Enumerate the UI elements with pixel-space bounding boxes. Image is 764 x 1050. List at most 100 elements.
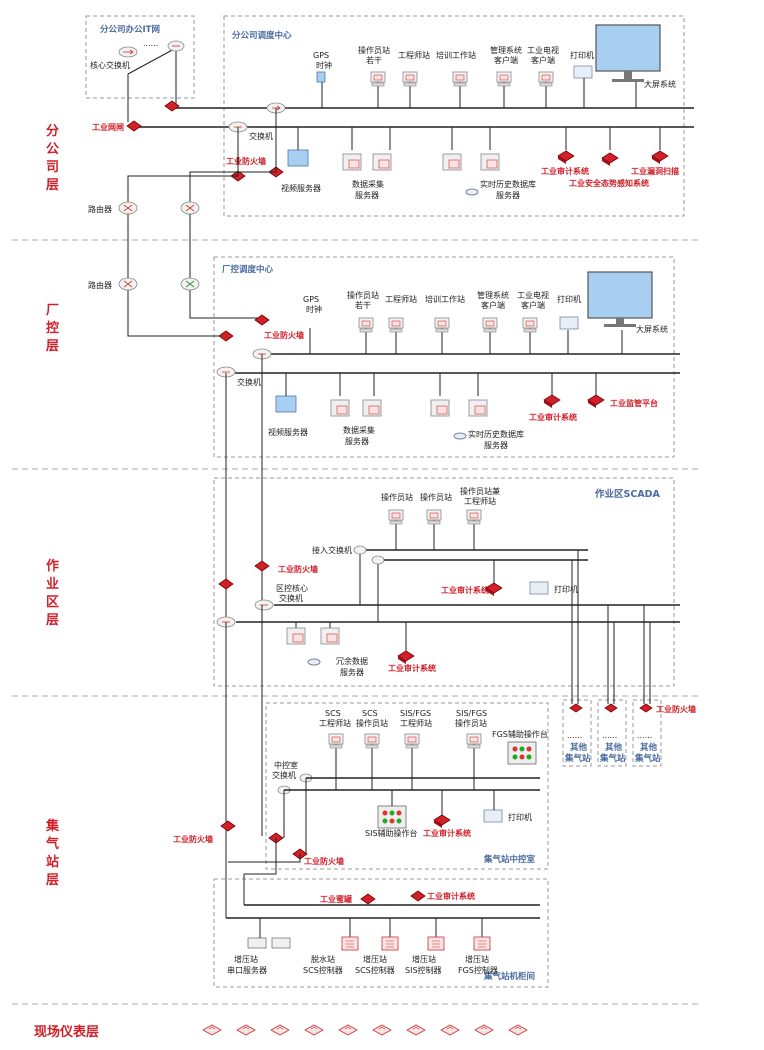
- work-firewall-right-icon: [254, 560, 270, 572]
- plant-router-right-icon: [180, 277, 200, 291]
- plant-firewall-label: 工业防火墙: [264, 330, 304, 340]
- other-station-2-label2: 集气站: [599, 753, 626, 764]
- plant-firewall-left-icon: [218, 330, 234, 342]
- branch-big-screen-icon: [595, 24, 661, 82]
- station-sis-op-label2: 操作员站: [455, 718, 487, 728]
- boost-fgs-controller-icon: [473, 936, 491, 951]
- other-station-2-firewall-icon: [604, 703, 618, 713]
- work-core-switch-label2: 交换机: [279, 593, 303, 603]
- station-scs-eng-workstation-icon: [328, 733, 344, 749]
- branch-mgmt-label: 管理系统: [490, 45, 522, 55]
- it-dots: ......: [143, 39, 158, 48]
- plant-gps-label2: 时钟: [306, 304, 322, 314]
- plant-db-icon: [453, 432, 467, 440]
- plant-router-label: 路由器: [88, 280, 112, 290]
- boost-scs-label2: SCS控制器: [355, 965, 395, 975]
- plant-op-label2: 若干: [355, 300, 371, 310]
- branch-vuln-label: 工业漏洞扫描: [631, 166, 679, 176]
- branch-links-down: [127, 108, 277, 206]
- field-instrument-icon: [202, 1024, 222, 1036]
- plant-supervision-icon: [587, 394, 605, 408]
- plant-printer-icon: [559, 316, 579, 330]
- plant-dataacq-server2-icon: [362, 399, 382, 417]
- work-core-switch-icon: [254, 599, 274, 611]
- zone-title-station-control: 集气站中控室: [483, 854, 536, 865]
- branch-gps-label: GPS: [313, 51, 329, 60]
- branch-dataacq-label: 数据采集: [352, 179, 384, 189]
- station-firewall-left-icon: [220, 820, 236, 832]
- work-access-switch-icon: [353, 545, 367, 555]
- work-redundant-label2: 服务器: [340, 667, 364, 677]
- field-instrument-icon: [474, 1024, 494, 1036]
- branch-firewall-top-icon: [164, 100, 180, 112]
- branch-tv-label: 工业电视: [527, 45, 559, 55]
- it-switch-icon: [167, 40, 185, 52]
- station-ctrl-links: [283, 778, 307, 854]
- other-station-3-label: 其他: [640, 742, 658, 753]
- branch-tv-label2: 客户端: [531, 55, 555, 65]
- plant-dataacq-label: 数据采集: [343, 425, 375, 435]
- dehyd-controller-icon: [341, 936, 359, 951]
- boost-fgs-label2: FGS控制器: [458, 965, 498, 975]
- zone-title-station-cabinet: 集气站机柜间: [483, 971, 535, 982]
- other-station-3-label2: 集气站: [634, 753, 661, 764]
- plant-rtdb-server2-icon: [468, 399, 488, 417]
- boost-sis-label2: SIS控制器: [405, 965, 442, 975]
- branch-mgmt-label2: 客户端: [494, 55, 518, 65]
- branch-router-right-icon: [180, 201, 200, 215]
- plant-printer-label: 打印机: [557, 294, 581, 304]
- other-station-1-dots: ......: [567, 731, 582, 740]
- branch-dataacq-label2: 服务器: [355, 190, 379, 200]
- work-openg-workstation-icon: [466, 509, 482, 525]
- other-station-1-firewall-icon: [569, 703, 583, 713]
- branch-router-label: 路由器: [88, 204, 112, 214]
- zone-other-station-3: [632, 699, 662, 767]
- layer-label-work: 作业区层: [46, 558, 59, 628]
- boost-fgs-label: 增压站: [465, 954, 489, 964]
- field-instrument-icon: [270, 1024, 290, 1036]
- branch-op-label2: 若干: [366, 55, 382, 65]
- plant-eng-label: 工程师站: [385, 294, 417, 304]
- plant-tv-label2: 客户端: [521, 300, 545, 310]
- field-instrument-icon: [440, 1024, 460, 1036]
- plant-tv-workstation-icon: [522, 317, 538, 333]
- station-firewall-left-label: 工业防火墙: [173, 834, 213, 844]
- boost-scs-label: 增压站: [363, 954, 387, 964]
- core-switch-label: 核心交换机: [90, 60, 130, 70]
- other-station-1-label: 其他: [570, 742, 588, 753]
- branch-db-icon: [465, 188, 479, 196]
- plant-firewall-right-icon: [254, 314, 270, 326]
- station-scs-op-label: SCS: [362, 709, 378, 718]
- cabinet-links: [225, 838, 301, 918]
- work-access-switch-label: 接入交换机: [312, 545, 352, 555]
- station-audit-icon: [433, 814, 451, 828]
- work-openg-label2: 工程师站: [464, 496, 496, 506]
- work-redundant-server1-icon: [286, 627, 306, 645]
- work-firewall-left-icon: [218, 578, 234, 590]
- work-redundant-label: 冗余数据: [336, 656, 368, 666]
- plant-switch-label: 交换机: [237, 377, 261, 387]
- work-db-icon: [307, 658, 321, 666]
- zone-title-it: 分公司办公IT网: [100, 24, 160, 35]
- plant-audit-icon: [543, 394, 561, 408]
- station-fgs-panel-icon: [507, 741, 537, 765]
- zone-branch-dispatch: [223, 15, 685, 217]
- serial-server-label: 增压站: [234, 954, 258, 964]
- station-sis-eng-label: SIS/FGS: [400, 709, 431, 718]
- work-access-switch2-icon: [371, 555, 385, 565]
- cabinet-audit-icon: [410, 890, 426, 902]
- honeypot-icon: [360, 893, 376, 905]
- station-printer-icon: [483, 809, 503, 823]
- work-firewall-label: 工业防火墙: [278, 564, 318, 574]
- plant-supervision-label: 工业监管平台: [610, 398, 658, 408]
- branch-big-screen-label: 大屏系统: [644, 79, 676, 89]
- branch-eng-workstation-icon: [402, 71, 418, 87]
- plant-big-screen-label: 大屏系统: [636, 324, 668, 334]
- branch-vuln-icon: [651, 150, 669, 164]
- branch-video-label: 视频服务器: [281, 183, 321, 193]
- field-instrument-icon: [304, 1024, 324, 1036]
- plant-mgmt-label: 管理系统: [477, 290, 509, 300]
- work-printer-label: 打印机: [554, 584, 578, 594]
- honeypot-label: 工业蜜罐: [320, 894, 352, 904]
- boost-scs-controller-icon: [381, 936, 399, 951]
